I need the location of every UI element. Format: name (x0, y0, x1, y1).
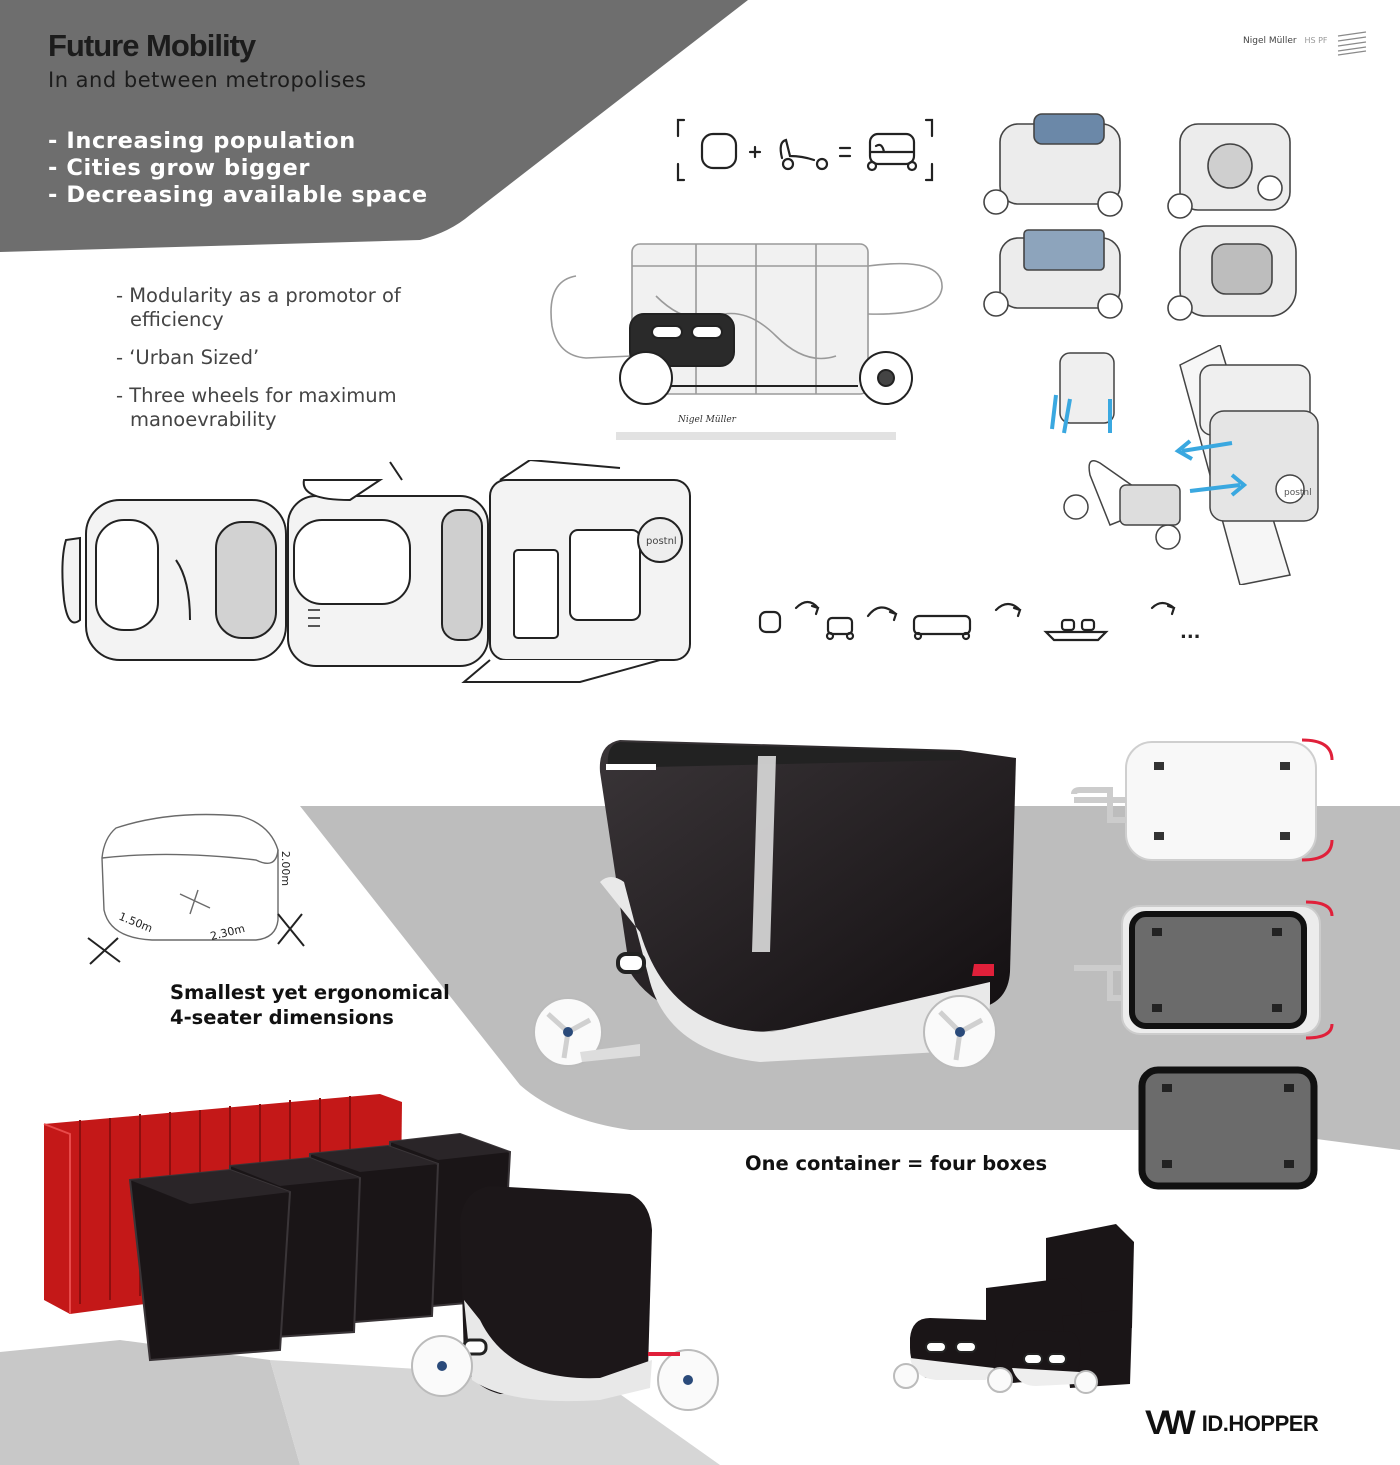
scaling-sequence-sketch: ... (758, 600, 1201, 643)
module-variants-sketch (983, 113, 1297, 321)
author-name: Nigel Müller (1243, 36, 1297, 46)
svg-text:...: ... (1180, 622, 1201, 643)
ergonomics-caption-line2: 4-seater dimensions (170, 1006, 394, 1029)
school-logo-icon (1337, 31, 1367, 56)
dimension-height: 2.00m (279, 850, 293, 887)
svg-text:postnl: postnl (646, 536, 677, 547)
ergonomics-caption-line1: Smallest yet ergonomical (170, 981, 450, 1004)
ergonomics-caption: Smallest yet ergonomical 4-seater dimens… (170, 980, 450, 1030)
bullet-cities: - Cities grow bigger (48, 155, 311, 181)
module-interiors-sketch: postnl (61, 460, 691, 683)
author-school: HS PF (1304, 36, 1328, 45)
main-vehicle-render (533, 740, 1016, 1069)
top-views-render (1071, 738, 1334, 1190)
model-name: ID.HOPPER (1201, 1410, 1319, 1436)
concept-equation-sketch (676, 118, 934, 182)
point-three-wheels: - Three wheels for maximum manoevrabilit… (116, 384, 397, 431)
point-modularity: - Modularity as a promotor of efficiency (116, 284, 401, 331)
vehicle-family-render (893, 1224, 1134, 1394)
header-bullets: - Increasing population - Cities grow bi… (48, 128, 428, 209)
page-subtitle: In and between metropolises (48, 68, 367, 92)
container-caption: One container = four boxes (745, 1152, 1048, 1175)
svg-text:postnl: postnl (1284, 488, 1312, 498)
point-urban-sized: - ‘Urban Sized’ (116, 346, 260, 369)
docking-sketch: postnl (1050, 345, 1319, 585)
author-credit: Nigel Müller HS PF (1243, 36, 1328, 46)
vw-logo: VW (1145, 1404, 1196, 1442)
key-points: - Modularity as a promotor of efficiency… (116, 284, 436, 446)
container-boxes-render (43, 1094, 719, 1411)
dimensions-cube-sketch (87, 813, 305, 965)
page-title: Future Mobility (48, 28, 256, 63)
bullet-population: - Increasing population (48, 128, 356, 154)
svg-text:Nigel Müller: Nigel Müller (677, 415, 737, 425)
brand-block: VW ID.HOPPER (1145, 1404, 1319, 1443)
vehicle-side-sketch: Nigel Müller (550, 243, 943, 440)
bullet-space: - Decreasing available space (48, 182, 428, 208)
